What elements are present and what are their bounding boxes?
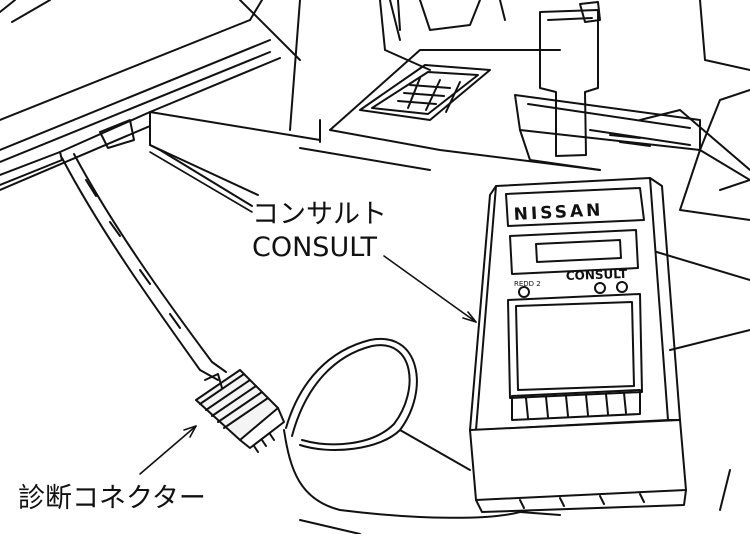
consult-cable bbox=[283, 337, 561, 519]
diagnostic-connector-label: 診断コネクター bbox=[18, 483, 206, 514]
device-panel-text: REDD 2 bbox=[514, 280, 541, 288]
consult-device: NISSAN REDD 2 CONSULT bbox=[469, 177, 687, 513]
device-model-text: CONSULT bbox=[566, 267, 629, 283]
leader-lines bbox=[139, 151, 477, 475]
center-console bbox=[299, 0, 750, 534]
device-brand-text: NISSAN bbox=[513, 200, 604, 225]
consult-english-label: CONSULT bbox=[252, 232, 378, 263]
dashboard-panel bbox=[0, 0, 401, 207]
consult-japanese-label: コンサルト bbox=[252, 199, 387, 230]
diagnostic-connector bbox=[195, 369, 285, 453]
harness-cable bbox=[61, 153, 227, 381]
